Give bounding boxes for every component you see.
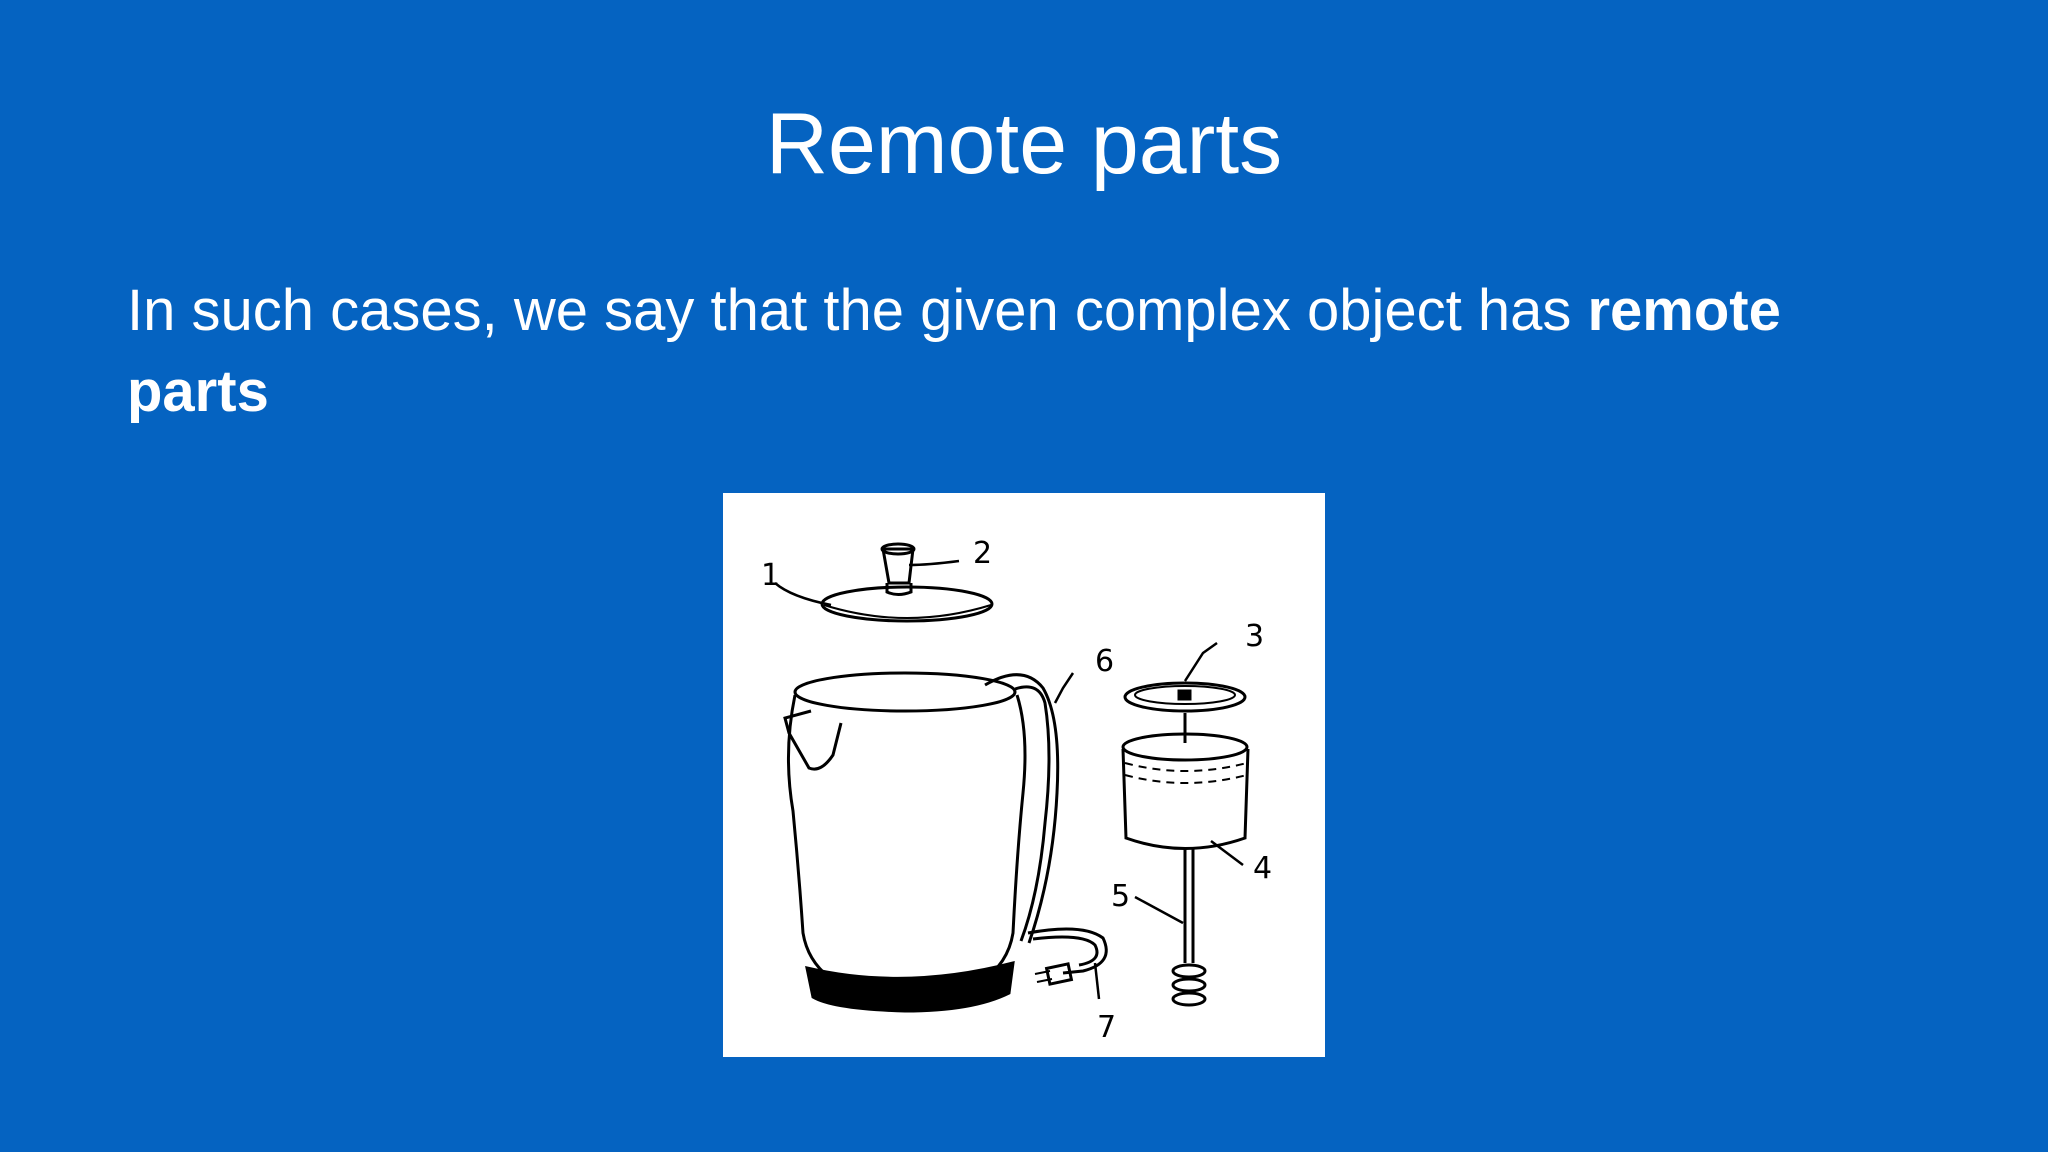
label-1: 1 <box>761 558 780 593</box>
label-3: 3 <box>1245 619 1264 654</box>
pump-stem-part <box>1171 849 1207 1007</box>
power-cord-part <box>1027 927 1108 986</box>
pot-body <box>786 671 1027 1013</box>
basket-part <box>1121 732 1250 850</box>
part-labels: 1 2 3 4 5 6 7 <box>761 536 1272 1045</box>
body-text-prefix: In such cases, we say that the given com… <box>127 278 1588 343</box>
label-5: 5 <box>1111 879 1130 914</box>
basket-lid-part <box>1123 681 1247 743</box>
knob-part <box>880 542 916 596</box>
percolator-drawing: 1 2 3 4 5 6 7 <box>761 536 1272 1045</box>
leader-lines <box>774 559 1244 1000</box>
label-2: 2 <box>973 536 992 571</box>
slide-title: Remote parts <box>765 96 1283 192</box>
label-4: 4 <box>1253 851 1272 886</box>
body-text-emphasis: remote parts <box>127 278 1781 424</box>
slide-body-text: In such cases, we say that the given com… <box>127 270 1927 432</box>
handle-part <box>984 673 1060 944</box>
label-7: 7 <box>1097 1010 1116 1045</box>
spout <box>783 709 843 771</box>
label-6: 6 <box>1095 644 1114 679</box>
percolator-diagram: 1 2 3 4 5 6 7 <box>723 493 1325 1057</box>
